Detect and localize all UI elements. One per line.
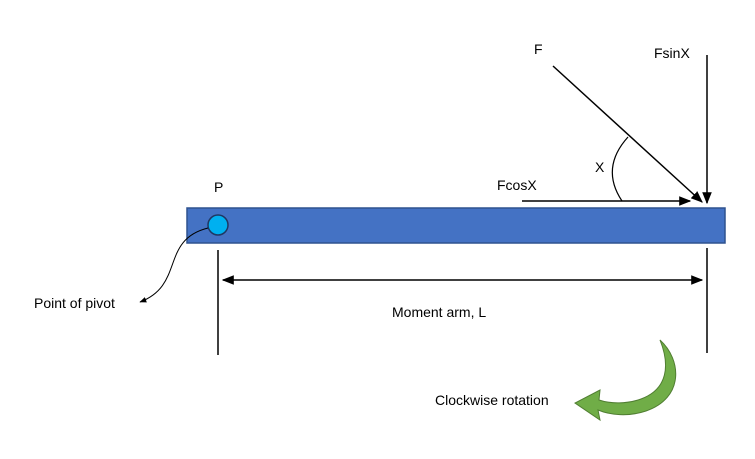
moment-arm-label: Moment arm, L bbox=[392, 304, 486, 320]
force-label: F bbox=[534, 41, 543, 57]
rotation-label: Clockwise rotation bbox=[435, 392, 549, 408]
angle-label: X bbox=[595, 159, 605, 175]
angle-arc bbox=[611, 136, 629, 202]
clockwise-rotation-arrow-icon bbox=[574, 339, 677, 422]
pivot-caption: Point of pivot bbox=[34, 295, 115, 311]
horizontal-component-label: FcosX bbox=[497, 177, 537, 193]
lever-beam bbox=[186, 207, 726, 244]
pivot-point-circle bbox=[207, 214, 229, 236]
force-arrow bbox=[552, 65, 703, 203]
vertical-component-label: FsinX bbox=[654, 45, 690, 61]
pivot-pointer-arrow bbox=[139, 227, 209, 303]
pivot-label: P bbox=[214, 179, 223, 195]
